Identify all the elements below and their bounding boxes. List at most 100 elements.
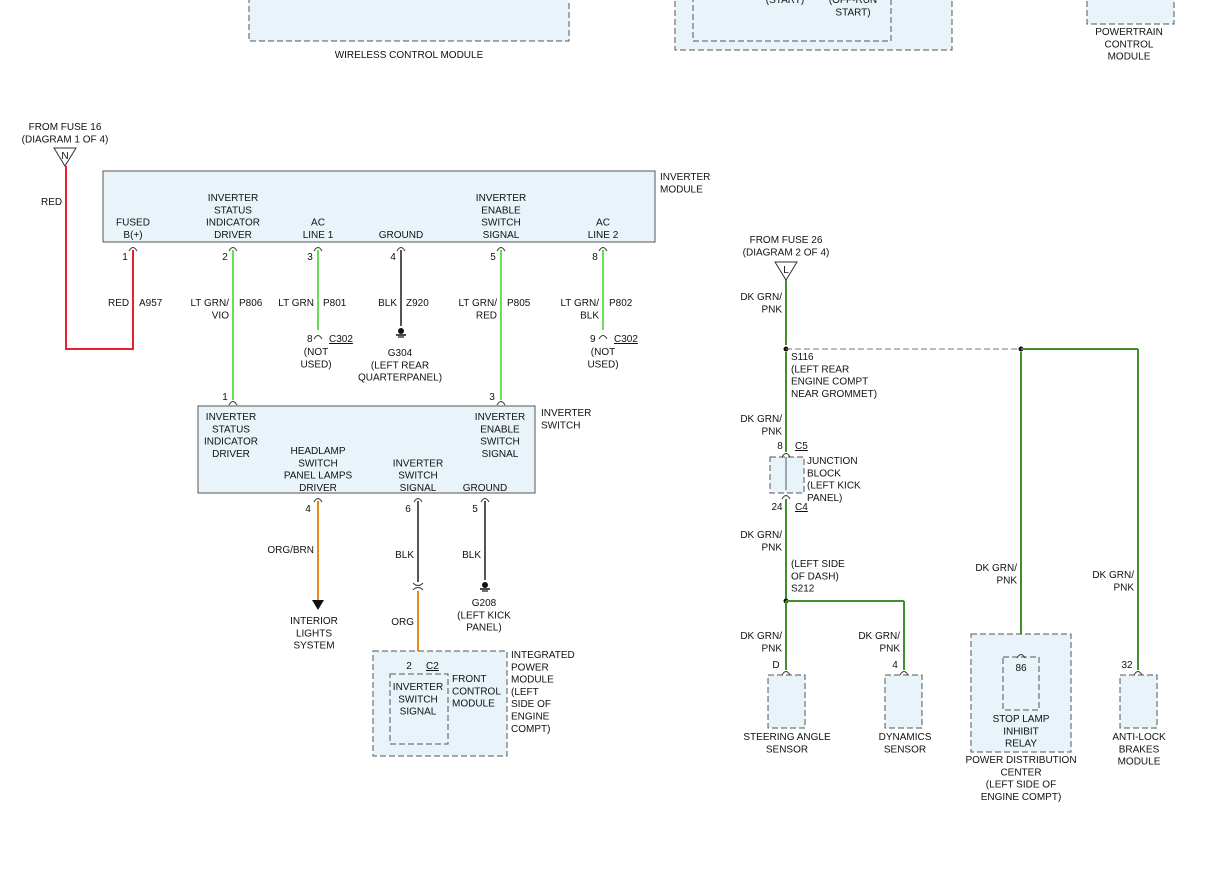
pin-number: 2 <box>222 252 228 263</box>
power-distribution-center-label: CENTER <box>1000 767 1041 778</box>
anti-lock-brakes-module-label: BRAKES <box>1119 744 1160 755</box>
integrated-power-module-title: INTEGRATED <box>511 650 575 661</box>
wire-color-label: BLK <box>395 550 414 561</box>
s212-label: S212 <box>791 584 815 595</box>
power-distribution-center-label: (LEFT SIDE OF <box>986 780 1056 791</box>
junction-block-pin <box>781 453 791 458</box>
inverter-module-pin-label: AC <box>311 218 325 229</box>
c302-pin <box>313 335 323 340</box>
power-distribution-center-label: POWER DISTRIBUTION <box>965 755 1076 766</box>
steering-angle-sensor-box <box>767 674 806 729</box>
wire-color-label: DK GRN/ <box>740 530 782 541</box>
inverter-switch-pin-label: SWITCH <box>298 458 337 469</box>
ignition-label: (OFF-RUN <box>829 0 877 6</box>
inverter-switch-title: SWITCH <box>541 420 580 431</box>
ipm-pin-label: SIGNAL <box>400 707 437 718</box>
inverter-switch-pin-label: DRIVER <box>212 449 250 460</box>
not-used-note: USED) <box>300 359 331 370</box>
s116-label: NEAR GROMMET) <box>791 389 877 400</box>
wire-color-label: VIO <box>212 310 229 321</box>
inverter-switch-pin-label: STATUS <box>212 424 250 435</box>
arrow-to-interior-lights <box>312 600 324 610</box>
wireless-control-module-box <box>248 0 570 42</box>
wire-color-label: PNK <box>761 542 782 553</box>
inverter-switch-pin-label: ENABLE <box>480 424 520 435</box>
pin-number: 9 <box>590 334 596 345</box>
c302-pin <box>598 335 608 340</box>
inverter-module-pin-label: STATUS <box>214 205 252 216</box>
inverter-module-pin-label: LINE 1 <box>303 230 334 241</box>
inverter-switch-pin-label: DRIVER <box>299 483 337 494</box>
power-distribution-center-label: ENGINE COMPT) <box>981 792 1062 803</box>
wire-color-label: DK GRN/ <box>740 292 782 303</box>
anti-lock-brakes-module-box <box>1119 674 1158 729</box>
dynamics-sensor-label: DYNAMICS <box>879 732 932 743</box>
pin-number: 5 <box>472 504 478 515</box>
inverter-switch-pin-label: INVERTER <box>393 458 443 469</box>
s212-label: OF DASH) <box>791 571 839 582</box>
steering-angle-sensor-label: STEERING ANGLE <box>743 732 831 743</box>
wire-color-label: LT GRN/ <box>560 298 599 309</box>
junction-block-label: JUNCTION <box>807 456 858 467</box>
inverter-switch-pin-label: GROUND <box>463 483 507 494</box>
ignition-box-inner <box>692 0 892 42</box>
inverter-switch-pin-label: SIGNAL <box>400 483 437 494</box>
dynamics-sensor-label: SENSOR <box>884 744 926 755</box>
not-used-note: USED) <box>587 359 618 370</box>
connector-label: C302 <box>614 334 638 345</box>
inverter-switch-pin-label: SIGNAL <box>482 449 519 460</box>
integrated-power-module-title: POWER <box>511 662 549 673</box>
connector-label: C5 <box>795 441 808 452</box>
junction-block-label: PANEL) <box>807 493 842 504</box>
pin-number: 3 <box>489 392 495 403</box>
integrated-power-module-title: MODULE <box>511 675 554 686</box>
inverter-module-pin-label: INVERTER <box>208 193 258 204</box>
not-used-note: (NOT <box>304 347 328 358</box>
inverter-switch-pin-label: INVERTER <box>206 412 256 423</box>
inverter-switch-pin <box>228 401 238 406</box>
fuse-26-label: (DIAGRAM 2 OF 4) <box>743 247 830 258</box>
integrated-power-module-title: ENGINE <box>511 712 550 723</box>
g304-label: QUARTERPANEL) <box>358 373 442 384</box>
dynamics-sensor-pin <box>899 671 909 676</box>
pin-number: 24 <box>771 502 783 513</box>
ignition-label: START) <box>835 7 870 18</box>
inverter-module-pin <box>128 247 138 252</box>
ipm-pin-label: SWITCH <box>398 694 437 705</box>
circuit-label: A957 <box>139 298 163 309</box>
g304-ground-symbol <box>398 328 404 334</box>
front-control-module-label: CONTROL <box>452 686 501 697</box>
wire-color-label: PNK <box>1113 582 1134 593</box>
inverter-module-pin <box>496 247 506 252</box>
inline-connector <box>412 582 424 586</box>
wire-color-label: BLK <box>462 550 481 561</box>
g208-ground-symbol <box>482 582 488 588</box>
s116-label: ENGINE COMPT <box>791 377 868 388</box>
pin-number: 86 <box>1015 663 1027 674</box>
g208-label: (LEFT KICK <box>457 610 511 621</box>
steering-sensor-pin <box>781 671 791 676</box>
wire-color-label: LT GRN/ <box>190 298 229 309</box>
not-used-note: (NOT <box>591 347 615 358</box>
anti-lock-brakes-module-label: ANTI-LOCK <box>1112 732 1166 743</box>
inverter-switch-title: INVERTER <box>541 408 591 419</box>
pin-number: 8 <box>592 252 598 263</box>
inverter-switch-box <box>197 405 536 494</box>
inline-connector <box>412 587 424 591</box>
pin-number: 4 <box>305 504 311 515</box>
stop-lamp-relay-pin <box>1016 654 1026 659</box>
pin-number: 1 <box>122 252 128 263</box>
integrated-power-module-title: (LEFT <box>511 687 539 698</box>
g208-label: PANEL) <box>466 623 501 634</box>
stop-lamp-inhibit-relay-label: INHIBIT <box>1003 726 1039 737</box>
wire-color-label: PNK <box>761 643 782 654</box>
inverter-module-pin-label: GROUND <box>379 230 423 241</box>
circuit-label: Z920 <box>406 298 429 309</box>
inverter-module-pin <box>313 247 323 252</box>
inverter-module-pin-label: AC <box>596 218 610 229</box>
wire-color-label: BLK <box>378 298 397 309</box>
junction-block-box <box>769 456 805 494</box>
circuit-label: P802 <box>609 298 633 309</box>
stop-lamp-inhibit-relay-label: RELAY <box>1005 739 1037 750</box>
dynamics-sensor-box <box>884 674 923 729</box>
